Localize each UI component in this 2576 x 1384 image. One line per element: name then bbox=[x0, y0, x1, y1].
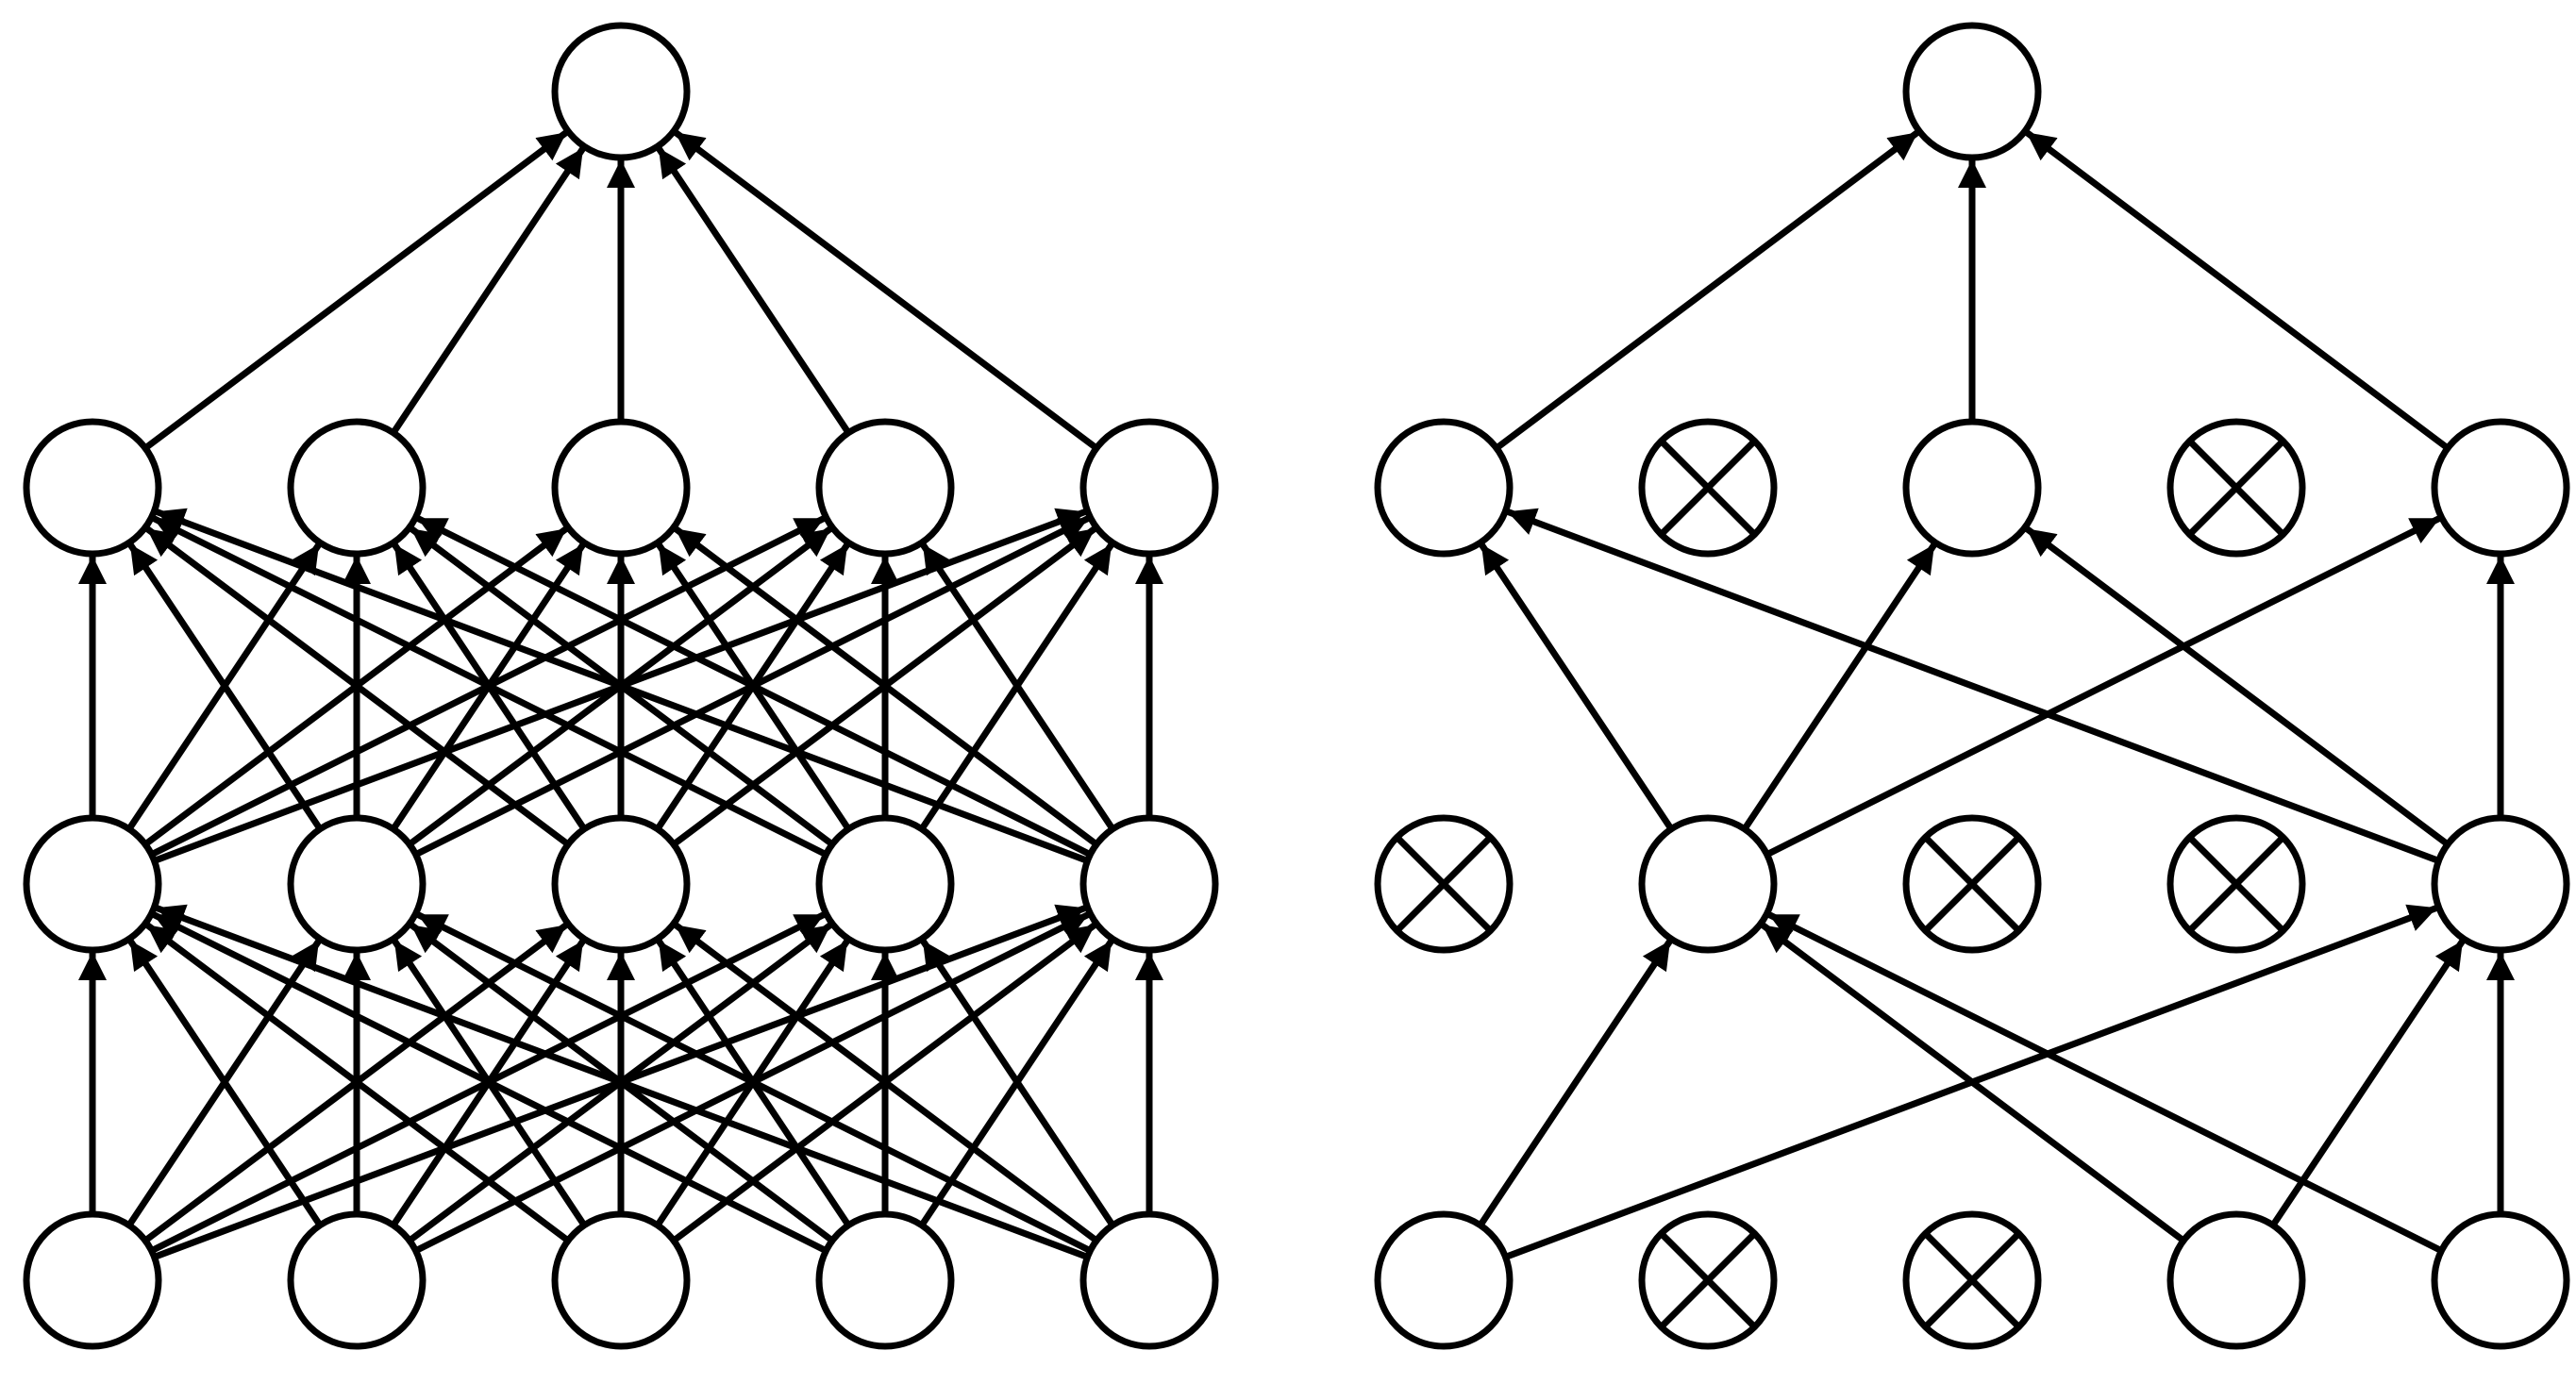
dropped-neuron-node bbox=[2166, 418, 2306, 558]
dropout-network-edge-l2-0-to-0 bbox=[1493, 128, 1921, 452]
neuron-node bbox=[23, 1210, 162, 1350]
dropout-network-edge-l2-4-to-0 bbox=[2023, 128, 2451, 452]
neuron-circle bbox=[287, 418, 427, 558]
neuron-node bbox=[287, 418, 427, 558]
neuron-circle bbox=[551, 1210, 691, 1350]
dropout-cross-icon bbox=[2187, 439, 2285, 537]
neuron-node bbox=[1079, 418, 1219, 558]
neuron-node bbox=[1374, 418, 1514, 558]
dropout-cross-icon bbox=[1395, 835, 1493, 933]
full-network-edge-l0-4-to-3 bbox=[919, 937, 1116, 1229]
neuron-circle bbox=[2431, 1210, 2570, 1350]
full-network-edge-l2-4-to-0 bbox=[672, 128, 1100, 452]
full-network-edge-l1-1-to-0 bbox=[126, 541, 324, 833]
neuron-node bbox=[287, 1210, 427, 1350]
edges-layer bbox=[78, 128, 2515, 1260]
neuron-circle bbox=[1079, 418, 1219, 558]
full-network-edge-l2-0-to-0 bbox=[142, 128, 570, 452]
neuron-circle bbox=[287, 814, 427, 954]
neuron-circle bbox=[1079, 1210, 1219, 1350]
neuron-node bbox=[1902, 22, 2042, 161]
full-network-edge-l1-2-to-0 bbox=[143, 525, 572, 848]
dropout-network-edge-l1-4-to-0 bbox=[1503, 508, 2442, 864]
dropout-network-edge-l0-4-to-1 bbox=[1765, 910, 2445, 1255]
dropout-cross-icon bbox=[1659, 439, 1757, 537]
dropout-cross-icon bbox=[1923, 835, 2021, 933]
full-network-edge-l2-1-to-0 bbox=[390, 144, 587, 437]
neuron-node bbox=[551, 418, 691, 558]
dropout-network-edge-l1-1-to-2 bbox=[1741, 541, 1938, 833]
dropout-network-edge-l1-1-to-4 bbox=[1764, 514, 2444, 859]
neuron-circle bbox=[1902, 22, 2042, 161]
neuron-node bbox=[2431, 418, 2570, 558]
neuron-circle bbox=[1374, 418, 1514, 558]
neuron-node bbox=[815, 1210, 955, 1350]
neuron-node bbox=[815, 418, 955, 558]
neuron-node bbox=[23, 814, 162, 954]
neuron-circle bbox=[1079, 814, 1219, 954]
dropped-neuron-node bbox=[1902, 814, 2042, 954]
neuron-node bbox=[551, 814, 691, 954]
full-network-edge-l0-4-to-1 bbox=[413, 910, 1094, 1255]
neuron-circle bbox=[2431, 418, 2570, 558]
neuron-circle bbox=[23, 814, 162, 954]
full-network-edge-l1-4-to-0 bbox=[152, 508, 1091, 864]
neuron-circle bbox=[23, 418, 162, 558]
neuron-node bbox=[2431, 1210, 2570, 1350]
neuron-circle bbox=[2166, 1210, 2306, 1350]
dropped-neuron-node bbox=[1374, 814, 1514, 954]
dropped-neuron-node bbox=[1638, 1210, 1778, 1350]
neuron-node bbox=[287, 814, 427, 954]
neuron-circle bbox=[815, 814, 955, 954]
full-network-edge-l0-3-to-0 bbox=[149, 910, 829, 1255]
neuron-node bbox=[1902, 418, 2042, 558]
full-network-edge-l1-4-to-3 bbox=[919, 541, 1116, 833]
full-network-edge-l2-3-to-0 bbox=[655, 144, 852, 437]
neuron-circle bbox=[23, 1210, 162, 1350]
dropout-network-edge-l0-3-to-4 bbox=[2269, 937, 2467, 1229]
neuron-circle bbox=[2431, 814, 2570, 954]
full-network-edge-l0-4-to-2 bbox=[672, 921, 1100, 1244]
neuron-node bbox=[1638, 814, 1778, 954]
dropout-network-edge-l1-1-to-0 bbox=[1478, 541, 1675, 833]
neuron-circle bbox=[551, 814, 691, 954]
dropout-network-edge-l0-0-to-1 bbox=[1477, 937, 1674, 1229]
neuron-circle bbox=[1374, 1210, 1514, 1350]
dropout-cross-icon bbox=[1923, 1231, 2021, 1329]
full-network-edge-l0-2-to-0 bbox=[143, 921, 572, 1244]
neuron-circle bbox=[551, 418, 691, 558]
dropout-network-edge-l0-3-to-1 bbox=[1759, 921, 2187, 1244]
neuron-circle bbox=[1902, 418, 2042, 558]
full-network-edge-l1-4-to-2 bbox=[672, 525, 1100, 848]
neuron-node bbox=[551, 22, 691, 161]
dropout-cross-icon bbox=[1659, 1231, 1757, 1329]
dropped-neuron-node bbox=[2166, 814, 2306, 954]
neuron-node bbox=[2431, 814, 2570, 954]
neuron-node bbox=[2166, 1210, 2306, 1350]
neuron-node bbox=[815, 814, 955, 954]
full-network-edge-l1-4-to-1 bbox=[413, 514, 1094, 859]
full-network-edge-l0-4-to-0 bbox=[152, 904, 1091, 1260]
neuron-circle bbox=[815, 1210, 955, 1350]
nodes-layer bbox=[23, 22, 2570, 1350]
dropped-neuron-node bbox=[1902, 1210, 2042, 1350]
dropout-network-edge-l1-4-to-2 bbox=[2023, 525, 2451, 848]
neuron-node bbox=[1079, 1210, 1219, 1350]
full-network-edge-l0-1-to-0 bbox=[126, 937, 324, 1229]
neuron-circle bbox=[287, 1210, 427, 1350]
neuron-node bbox=[551, 1210, 691, 1350]
neuron-node bbox=[23, 418, 162, 558]
neuron-node bbox=[1079, 814, 1219, 954]
neuron-circle bbox=[1638, 814, 1778, 954]
neuron-circle bbox=[815, 418, 955, 558]
dropout-cross-icon bbox=[2187, 835, 2285, 933]
full-network-edge-l1-3-to-0 bbox=[149, 514, 829, 859]
neuron-node bbox=[1374, 1210, 1514, 1350]
neuron-circle bbox=[551, 22, 691, 161]
dropped-neuron-node bbox=[1638, 418, 1778, 558]
